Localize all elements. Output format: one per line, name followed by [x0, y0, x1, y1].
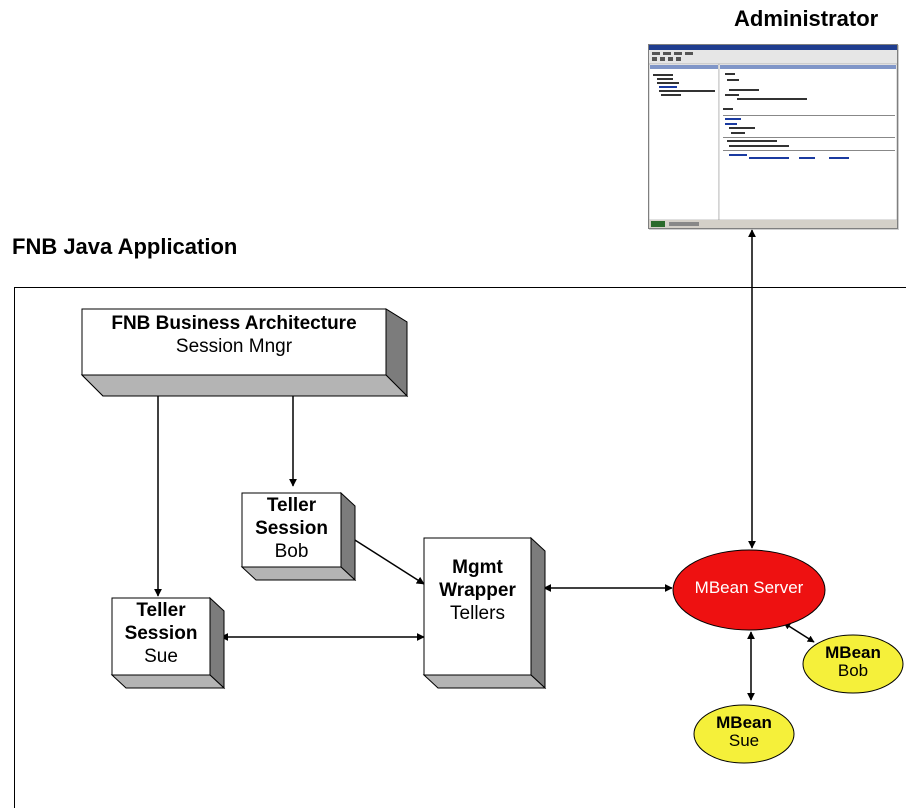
mbean-sue-label: MBean Sue — [694, 714, 794, 750]
mbean-bob-node — [802, 634, 904, 694]
mgmt-wrapper-line1: Mgmt — [452, 557, 503, 578]
connector-bob-wrapper — [346, 534, 425, 585]
mbean-server-node — [672, 549, 826, 631]
business-architecture-box — [80, 308, 409, 398]
mgmt-wrapper-sub: Tellers — [450, 602, 505, 624]
mbean-sue-node — [693, 704, 795, 764]
teller-sue-name: Sue — [144, 645, 178, 667]
mbean-sue-line2: Sue — [728, 730, 760, 750]
mbean-bob-line2: Bob — [837, 660, 869, 680]
administrator-title: Administrator — [734, 6, 879, 31]
teller-bob-line1: Teller — [266, 495, 317, 516]
teller-sue-line1: Teller — [136, 600, 186, 621]
business-architecture-subtitle: Session Mngr — [175, 335, 293, 357]
teller-bob-line2: Session — [255, 517, 328, 539]
mbean-bob-line1: MBean — [825, 643, 881, 662]
mgmt-wrapper-line2: Wrapper — [439, 579, 516, 601]
teller-bob-name: Bob — [274, 540, 309, 562]
connector-server-bob — [783, 622, 815, 643]
admin-console-screenshot — [648, 44, 898, 229]
connectors-layer — [80, 229, 904, 764]
teller-sue-box — [110, 596, 226, 690]
mbean-sue-line1: MBean — [716, 713, 772, 732]
teller-sue-line2: Session — [124, 622, 198, 644]
mbean-bob-label: MBean Bob — [803, 644, 903, 680]
application-frame — [14, 287, 906, 808]
mgmt-wrapper-box — [422, 536, 547, 690]
teller-bob-box — [240, 491, 357, 582]
business-architecture-title: FNB Business Architecture — [111, 313, 357, 334]
application-title: FNB Java Application — [12, 234, 238, 259]
mbean-server-label: MBean Server — [694, 578, 804, 597]
